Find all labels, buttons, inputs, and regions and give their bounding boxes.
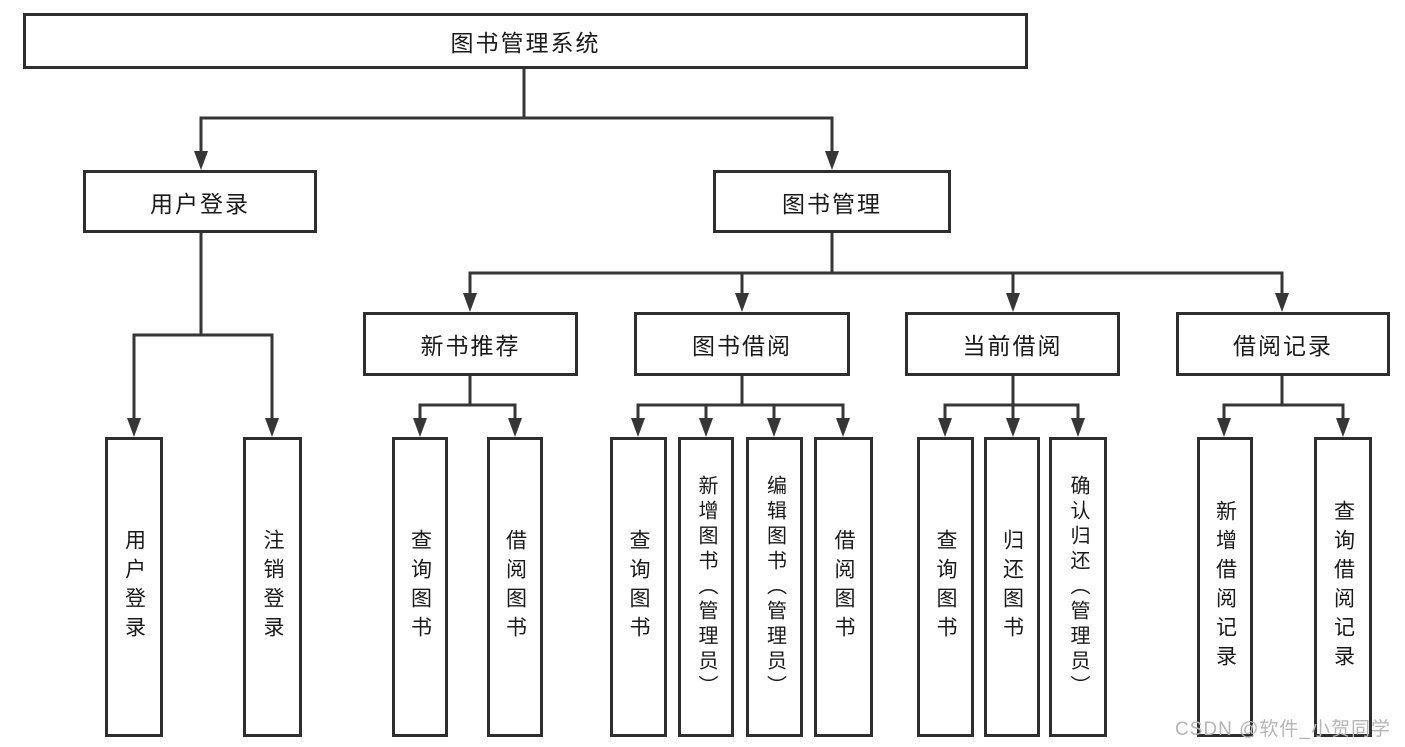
node-label: 查询图书 [934,529,957,645]
arrowhead [1217,418,1231,437]
arrowheads [127,151,1350,437]
node-label: 注销登录 [261,529,284,645]
node-leaf-user-login: 用户登录 [105,437,163,737]
node-label: 用户登录 [122,529,146,645]
connector-path [132,67,1345,423]
node-label: 借阅图书 [832,529,855,645]
arrowhead [413,418,427,437]
node-label: 归还图书 [1000,529,1024,645]
node-current-borrowing: 当前借阅 [905,312,1120,376]
node-label: 图书管理系统 [450,30,601,56]
arrowhead [265,418,279,437]
arrowhead [825,151,839,170]
node-label: 用户登录 [150,190,250,217]
node-leaf-edit-books-admin: 编辑图书（管理员） [746,437,803,737]
node-label: 当前借阅 [962,333,1063,359]
node-leaf-query-books-borrowing: 查询图书 [610,437,667,737]
arrowhead [1336,418,1350,437]
arrowhead [1275,293,1289,312]
node-new-book-recommend: 新书推荐 [363,312,578,376]
node-leaf-logout: 注销登录 [243,437,302,737]
node-book-borrowing: 图书借阅 [634,312,850,376]
node-label: 编辑图书（管理员） [763,474,786,700]
node-leaf-add-borrow-record: 新增借阅记录 [1197,437,1253,737]
csdn-watermark: CSDN @软件_小贺同学 [1175,719,1391,740]
node-label: 查询借阅记录 [1331,500,1355,674]
arrowhead [1071,418,1085,437]
node-leaf-query-borrow-record: 查询借阅记录 [1314,437,1372,737]
node-leaf-borrow-books-recommend: 借阅图书 [487,437,543,737]
node-label: 图书管理 [782,190,882,217]
arrowhead [1006,293,1020,312]
arrowhead [767,418,781,437]
node-label: 查询图书 [408,529,432,645]
node-label: 确认归还（管理员） [1067,474,1089,700]
node-user-login: 用户登录 [83,170,317,233]
arrowhead [194,151,208,170]
node-leaf-add-books-admin: 新增图书（管理员） [678,437,734,737]
arrowhead [699,418,713,437]
arrowhead [1006,418,1020,437]
arrowhead [127,418,141,437]
arrowhead [463,293,477,312]
node-leaf-query-books-current: 查询图书 [917,437,974,737]
node-label: 图书借阅 [692,333,792,359]
node-library-system-root: 图书管理系统 [23,13,1028,69]
node-leaf-query-books-recommend: 查询图书 [392,437,448,737]
node-book-management: 图书管理 [713,170,951,233]
arrowhead [508,418,522,437]
arrowhead [938,418,952,437]
node-borrow-records: 借阅记录 [1176,312,1390,376]
node-label: 借阅图书 [503,529,527,645]
node-leaf-return-books: 归还图书 [984,437,1040,737]
node-label: 借阅记录 [1233,333,1333,359]
node-leaf-borrow-books: 借阅图书 [814,437,873,737]
arrowhead [735,293,749,312]
node-leaf-confirm-return-admin: 确认归还（管理员） [1049,437,1107,737]
node-label: 新书推荐 [420,333,521,359]
arrowhead [631,418,645,437]
node-label: 查询图书 [627,529,650,645]
node-label: 新增图书（管理员） [695,474,717,700]
node-label: 新增借阅记录 [1213,500,1237,674]
arrowhead [836,418,850,437]
